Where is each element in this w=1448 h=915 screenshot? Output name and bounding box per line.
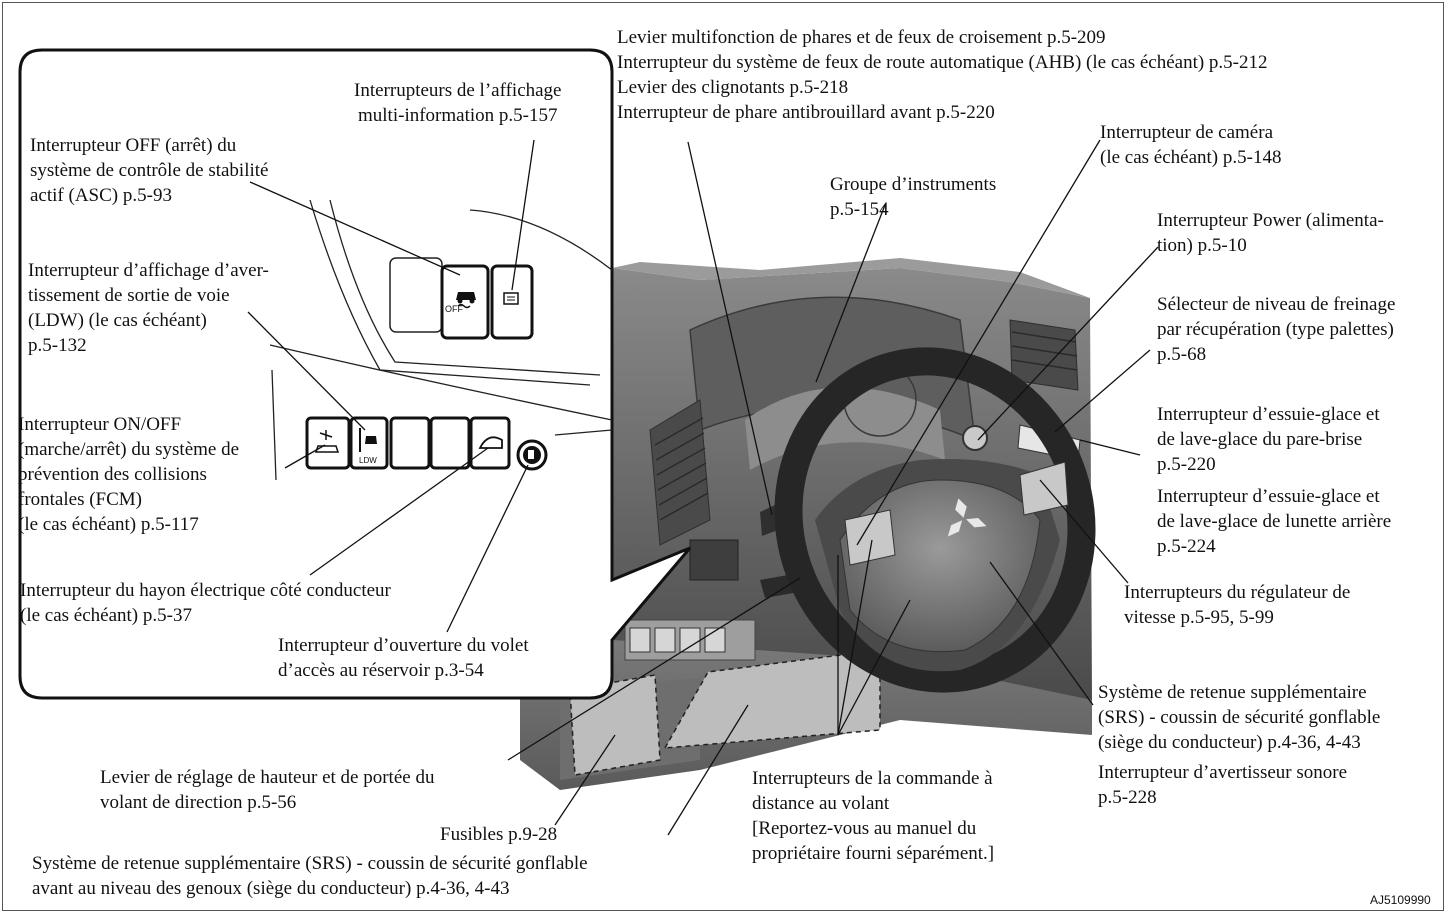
label-regen-selector: Sélecteur de niveau de freinage par récu…	[1157, 294, 1396, 365]
label-fog-switch: Interrupteur de phare antibrouillard ava…	[617, 102, 995, 123]
label-multi-info: Interrupteurs de l’affichage multi-infor…	[354, 80, 562, 126]
label-fuel-door: Interrupteur d’ouverture du volet d’accè…	[278, 635, 529, 681]
ldw-icon-text: LDW	[359, 456, 377, 465]
label-horn: Interrupteur d’avertisseur sonore p.5-22…	[1098, 762, 1348, 808]
callout-lineart	[269, 199, 613, 481]
label-tailgate: Interrupteur du hayon électrique côté co…	[20, 580, 391, 626]
label-instrument-cluster: Groupe d’instruments p.5-154	[830, 174, 997, 220]
label-ldw: Interrupteur d’affichage d’aver- tisseme…	[28, 260, 269, 356]
tailgate-icon	[478, 436, 503, 449]
fuel-door-icon	[516, 439, 548, 471]
asc-off-icon-text: OFF	[445, 304, 463, 314]
label-fuses: Fusibles p.9-28	[440, 824, 558, 845]
lower-switch-group	[305, 416, 548, 471]
label-power-switch: Interrupteur Power (alimenta- tion) p.5-…	[1157, 210, 1384, 256]
leader-lines	[247, 139, 1159, 836]
label-camera-switch: Interrupteur de caméra (le cas échéant) …	[1100, 122, 1282, 168]
label-front-wiper: Interrupteur d’essuie-glace et de lave-g…	[1157, 404, 1380, 475]
label-remote-switches: Interrupteurs de la commande à distance …	[752, 768, 995, 864]
ldw-icon	[359, 428, 377, 452]
label-cruise-switches: Interrupteurs du régulateur de vitesse p…	[1124, 582, 1351, 628]
label-rear-wiper: Interrupteur d’essuie-glace et de lave-g…	[1157, 486, 1392, 557]
label-fcm: Interrupteur ON/OFF (marche/arrêt) du sy…	[18, 414, 240, 535]
label-srs-knee: Système de retenue supplémentaire (SRS) …	[32, 853, 588, 899]
figure-code: AJ5109990	[1370, 893, 1431, 907]
label-tilt-lever: Levier de réglage de hauteur et de porté…	[100, 767, 435, 813]
label-headlamp-lever: Levier multifonction de phares et de feu…	[617, 27, 1106, 48]
upper-switch-group	[389, 257, 534, 340]
multi-info-icon	[503, 292, 519, 305]
asc-off-icon	[456, 292, 476, 309]
label-srs-driver: Système de retenue supplémentaire (SRS) …	[1098, 682, 1381, 753]
callout-bubble	[18, 48, 692, 700]
label-ahb-switch: Interrupteur du système de feux de route…	[617, 52, 1268, 73]
label-asc-off: Interrupteur OFF (arrêt) du système de c…	[30, 135, 269, 206]
label-turn-lever: Levier des clignotants p.5-218	[617, 77, 849, 98]
